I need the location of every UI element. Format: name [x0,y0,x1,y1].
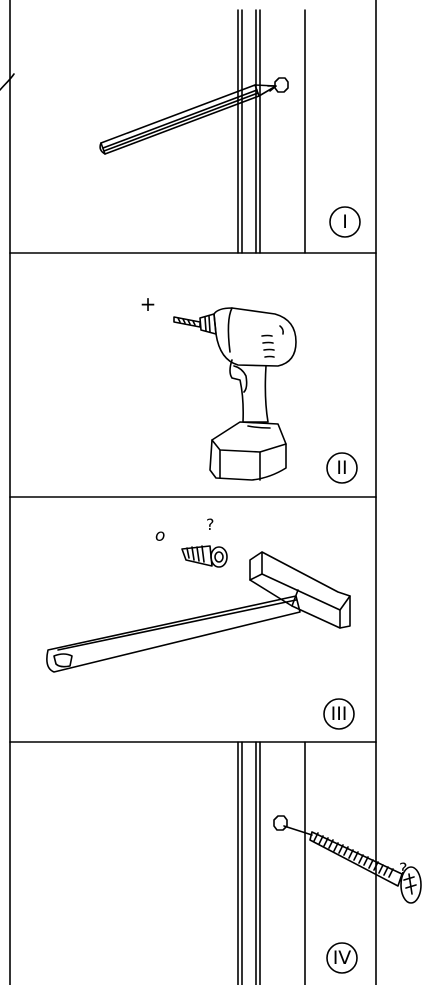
wall-frame [237,9,306,254]
panel-step-2: + [9,252,377,498]
panel-step-1: I [0,0,377,254]
screw-guide-line [283,825,313,836]
step-3-number: III [331,703,348,725]
step-4-number: IV [333,947,352,969]
step-1-number: I [342,211,348,233]
wall-frame-lower [237,741,306,985]
drilled-hole-icon [273,815,288,831]
step-4-badge [326,942,358,974]
step-1-badge [329,206,361,238]
screw-icon [309,831,422,904]
wall-plug-quantity-annotation: ? [206,515,215,534]
screw-quantity-annotation: ? [399,859,408,878]
wall-plug-type-annotation: o [155,526,165,546]
panel-step-4: ? IV [9,741,422,985]
leader-line [0,73,15,91]
step-2-number: II [336,457,347,479]
cordless-drill-icon [173,307,297,481]
drill-plus-annotation: + [140,292,157,316]
step-2-badge [326,452,358,484]
mark-hole-icon [274,77,289,93]
hammer-icon [46,551,351,673]
pencil-icon [99,84,277,155]
panel-step-3: o ? III [9,496,377,743]
step-3-badge [323,698,355,730]
wall-plug-icon [181,545,228,568]
